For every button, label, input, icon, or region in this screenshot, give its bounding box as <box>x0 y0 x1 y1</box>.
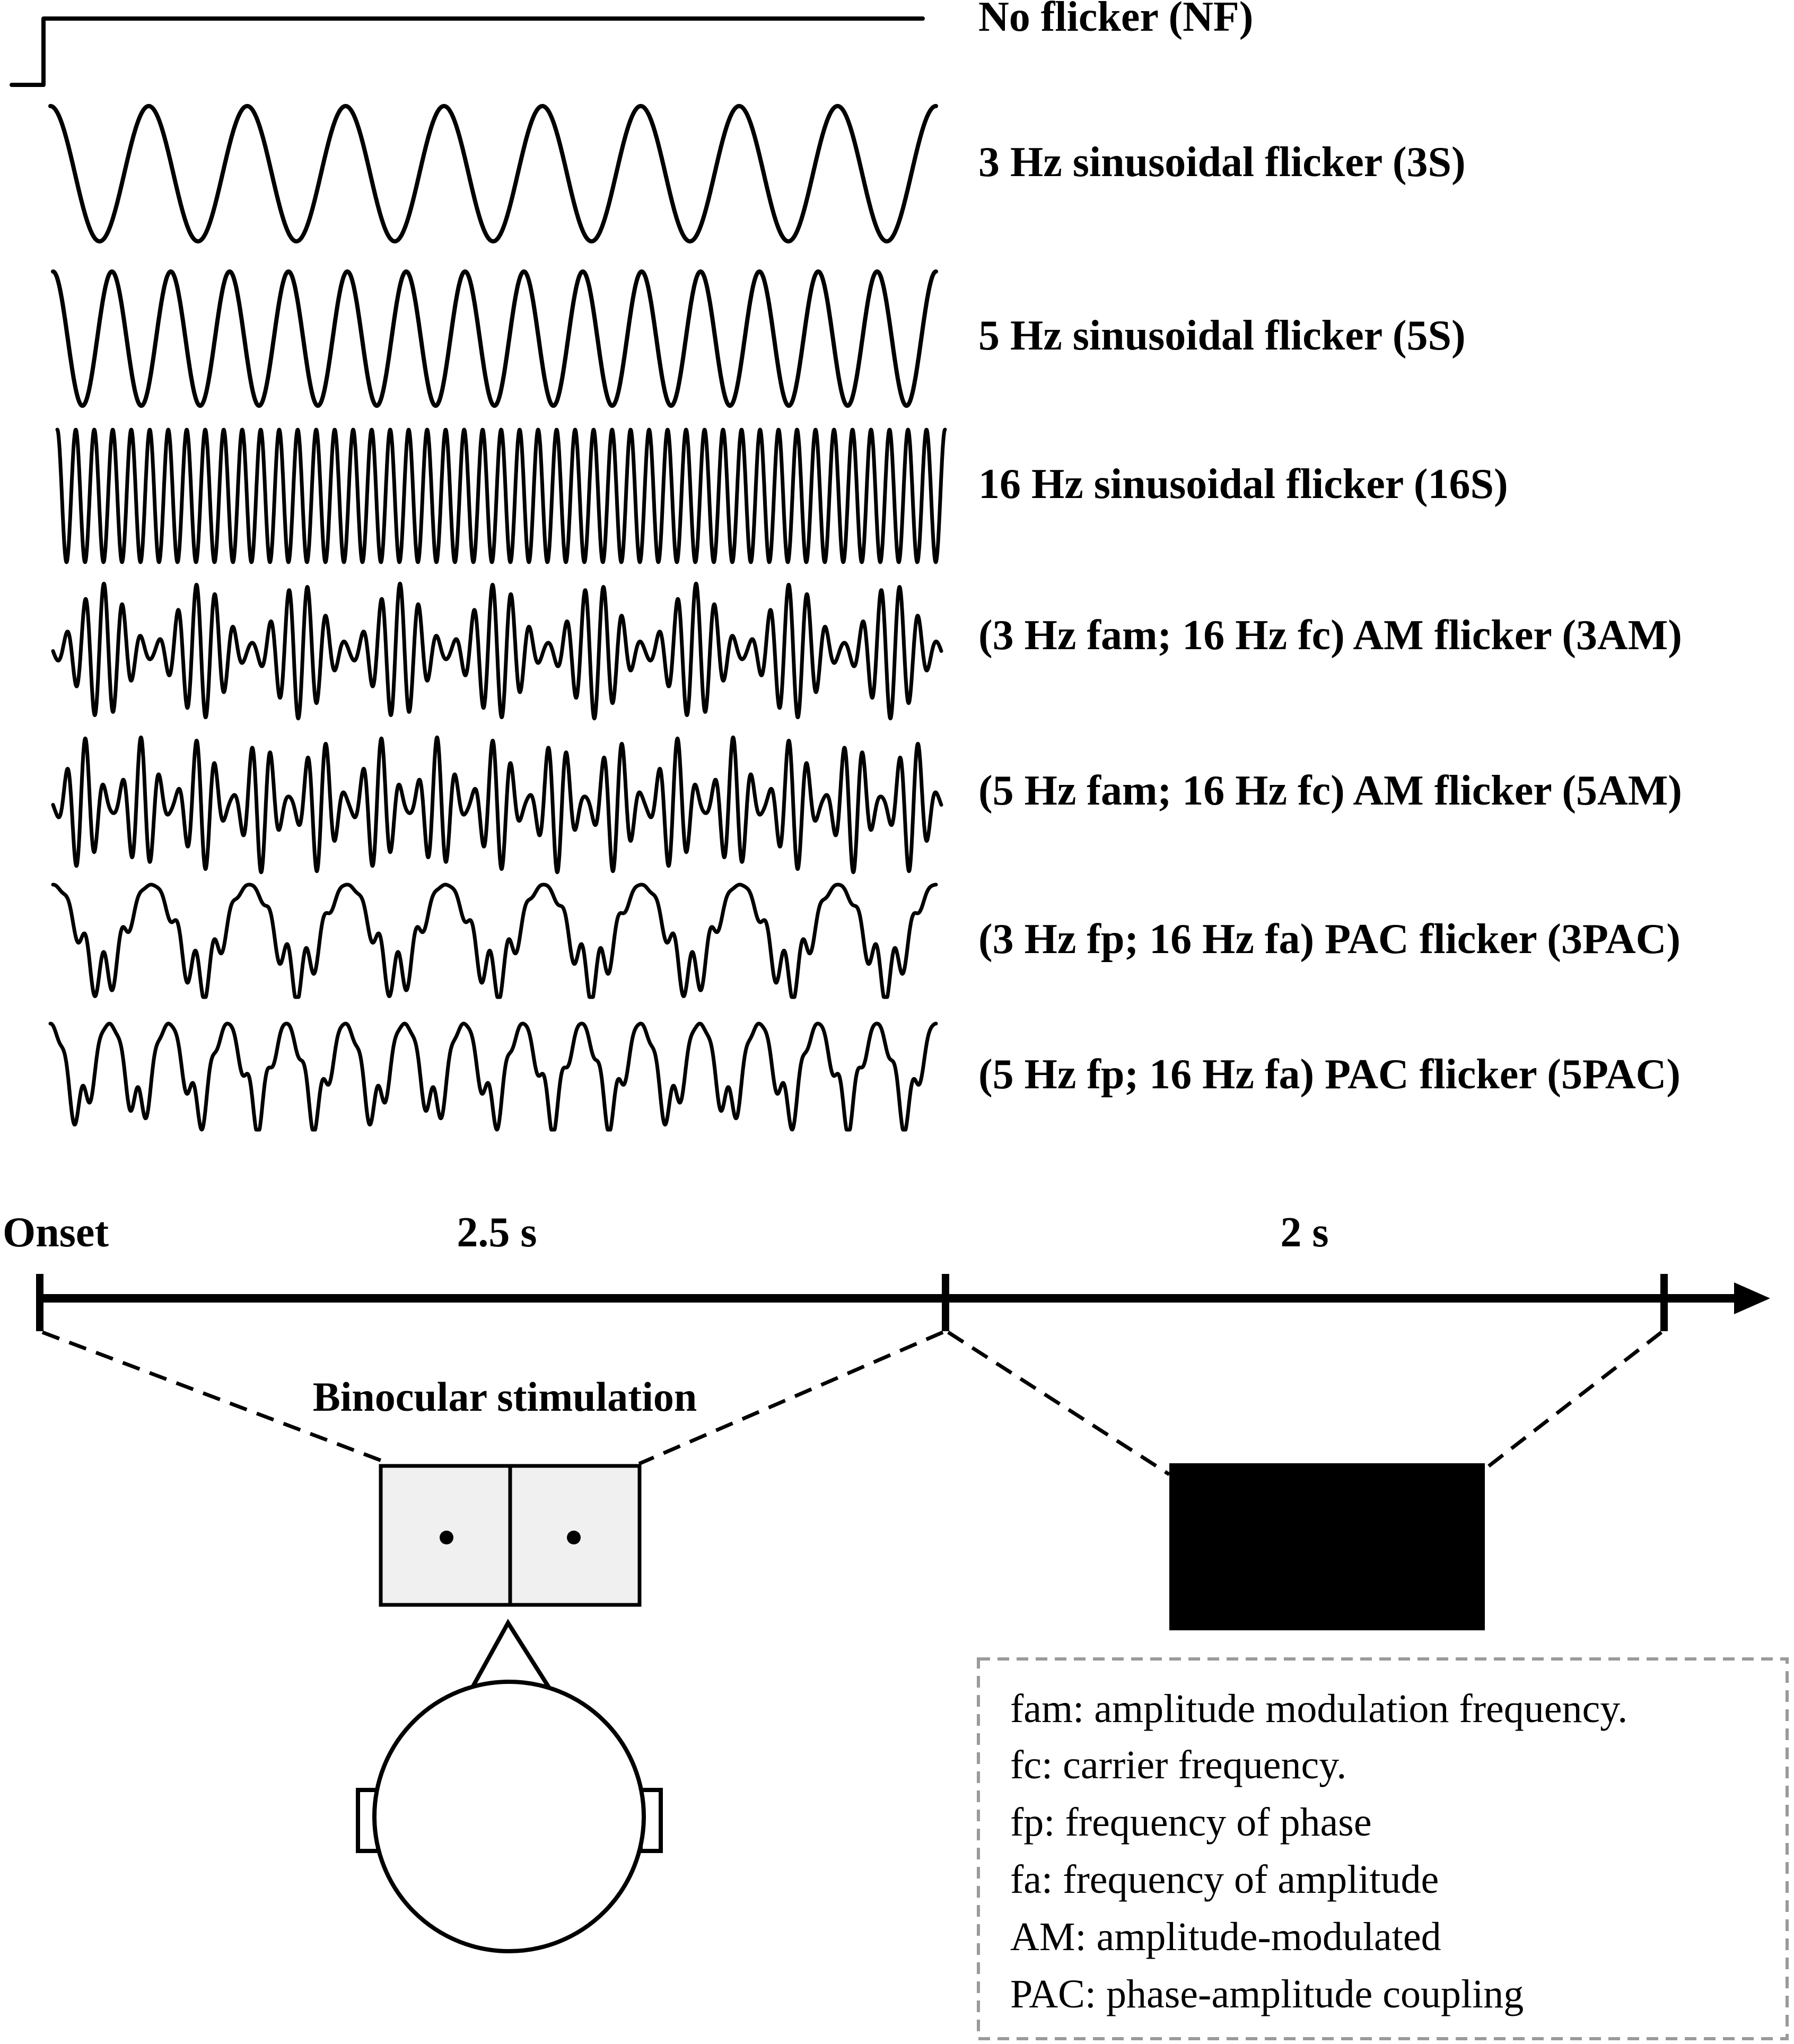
segment2-duration: 2 s <box>1280 1209 1328 1256</box>
waveform-5pac <box>48 1021 938 1132</box>
label-5s: 5 Hz sinusoidal flicker (5S) <box>978 312 1466 359</box>
timeline: Onset 2.5 s 2 s <box>3 1209 1770 1331</box>
legend-item: fa: frequency of amplitude <box>1010 1857 1439 1902</box>
label-3am: (3 Hz fam; 16 Hz fc) AM flicker (3AM) <box>978 612 1682 659</box>
waveform-16s <box>55 427 947 564</box>
label-16s: 16 Hz sinusoidal flicker (16S) <box>978 461 1508 508</box>
binocular-screen <box>379 1464 642 1607</box>
legend-item: AM: amplitude-modulated <box>1010 1915 1441 1959</box>
waveform-3am <box>51 581 943 721</box>
dark-screen <box>1169 1463 1485 1630</box>
head-outline <box>372 1680 646 1953</box>
waveform-no-flicker <box>10 16 925 87</box>
label-nf: No flicker (NF) <box>978 0 1253 40</box>
fixation-dot-left <box>440 1531 453 1544</box>
waveform-labels: No flicker (NF) 3 Hz sinusoidal flicker … <box>978 0 1682 1098</box>
legend-item: fp: frequency of phase <box>1010 1800 1372 1845</box>
nose <box>468 1619 554 1690</box>
binocular-stimulation-label: Binocular stimulation <box>313 1374 697 1420</box>
label-3s: 3 Hz sinusoidal flicker (3S) <box>978 139 1466 186</box>
onset-label: Onset <box>3 1209 109 1256</box>
label-3pac: (3 Hz fp; 16 Hz fa) PAC flicker (3PAC) <box>978 916 1681 963</box>
legend-item: fam: amplitude modulation frequency. <box>1010 1687 1627 1731</box>
timeline-arrowhead <box>1734 1282 1770 1314</box>
waveform-3s <box>48 104 938 243</box>
fixation-dot-right <box>567 1531 581 1544</box>
legend-item: PAC: phase-amplitude coupling <box>1010 1972 1524 2016</box>
legend-box <box>977 1657 1789 2040</box>
waveform-5s <box>51 269 938 408</box>
segment1-duration: 2.5 s <box>457 1209 537 1256</box>
waveform-3pac <box>51 883 938 999</box>
legend-item: fc: carrier frequency. <box>1010 1743 1346 1787</box>
projection-lines <box>41 1330 1663 1476</box>
waveform-5am <box>51 735 943 875</box>
waveform-panel <box>10 16 947 1132</box>
label-5am: (5 Hz fam; 16 Hz fc) AM flicker (5AM) <box>978 767 1682 814</box>
head-icon <box>356 1619 663 1953</box>
abbreviation-legend: fam: amplitude modulation frequency. fc:… <box>977 1657 1789 2040</box>
label-5pac: (5 Hz fp; 16 Hz fa) PAC flicker (5PAC) <box>978 1051 1681 1098</box>
